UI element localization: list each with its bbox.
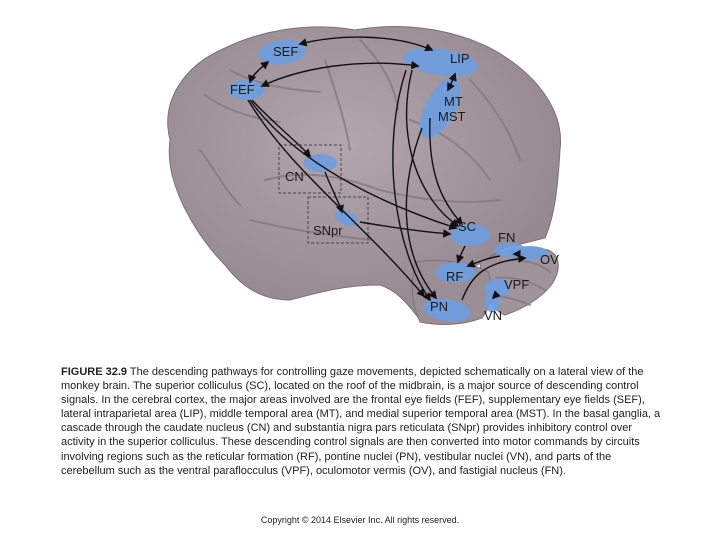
region-blobs bbox=[228, 39, 548, 322]
arrow-fef-cn bbox=[251, 99, 312, 158]
label-sc: SC bbox=[458, 219, 476, 234]
arrow-vpf-vn bbox=[491, 290, 501, 300]
figure-number: FIGURE 32.9 bbox=[61, 366, 128, 378]
snpr-region bbox=[334, 210, 358, 226]
label-cn: CN bbox=[285, 169, 304, 184]
rf-region bbox=[435, 262, 475, 282]
sef-region bbox=[258, 39, 306, 65]
arrow-fef-sc bbox=[249, 99, 458, 230]
arrow-fn-rf bbox=[466, 255, 501, 268]
sc-region bbox=[450, 224, 490, 246]
pn-region bbox=[422, 298, 470, 322]
snpr-dashed-box bbox=[307, 196, 369, 244]
figure-caption: FIGURE 32.9 The descending pathways for … bbox=[61, 365, 661, 478]
arrow-lip-sc bbox=[405, 69, 460, 227]
copyright-notice: Copyright © 2014 Elsevier Inc. All right… bbox=[260, 515, 460, 525]
brain-diagram: SEF LIP FEF MT MST CN SNpr SC FN OV RF V… bbox=[167, 26, 562, 326]
cn-dashed-box bbox=[278, 144, 342, 194]
label-vn: VN bbox=[484, 308, 502, 323]
lip-region bbox=[402, 48, 478, 76]
arrow-lip-pn bbox=[392, 69, 431, 302]
arrow-pn-vpf bbox=[461, 254, 527, 301]
arrow-fef-pn bbox=[247, 99, 426, 298]
arrow-mt-pn bbox=[405, 127, 438, 300]
label-mst: MST bbox=[438, 109, 466, 124]
pathway-arrows bbox=[247, 36, 527, 302]
label-fn: FN bbox=[498, 230, 515, 245]
arrow-snpr-sc bbox=[359, 221, 452, 238]
label-pn: PN bbox=[430, 299, 448, 314]
label-vpf: VPF bbox=[504, 277, 529, 292]
arrow-sc-rf bbox=[456, 245, 466, 264]
region-labels: SEF LIP FEF MT MST CN SNpr SC FN OV RF V… bbox=[230, 44, 559, 323]
label-rf: RF bbox=[446, 269, 463, 284]
arrow-sef-lip bbox=[298, 36, 434, 52]
arrow-mt-sc bbox=[429, 117, 464, 226]
caption-text: The descending pathways for controlling … bbox=[61, 366, 661, 477]
label-fef: FEF bbox=[230, 82, 255, 97]
fef-region bbox=[228, 80, 264, 100]
label-mt: MT bbox=[444, 94, 463, 109]
arrow-sef-fef bbox=[248, 60, 270, 84]
label-lip: LIP bbox=[450, 51, 470, 66]
label-ov: OV bbox=[540, 252, 559, 267]
label-snpr: SNpr bbox=[313, 223, 343, 238]
arrow-fef-lip bbox=[260, 60, 420, 87]
label-sef: SEF bbox=[273, 44, 298, 59]
arrow-lip-mt bbox=[447, 72, 457, 92]
